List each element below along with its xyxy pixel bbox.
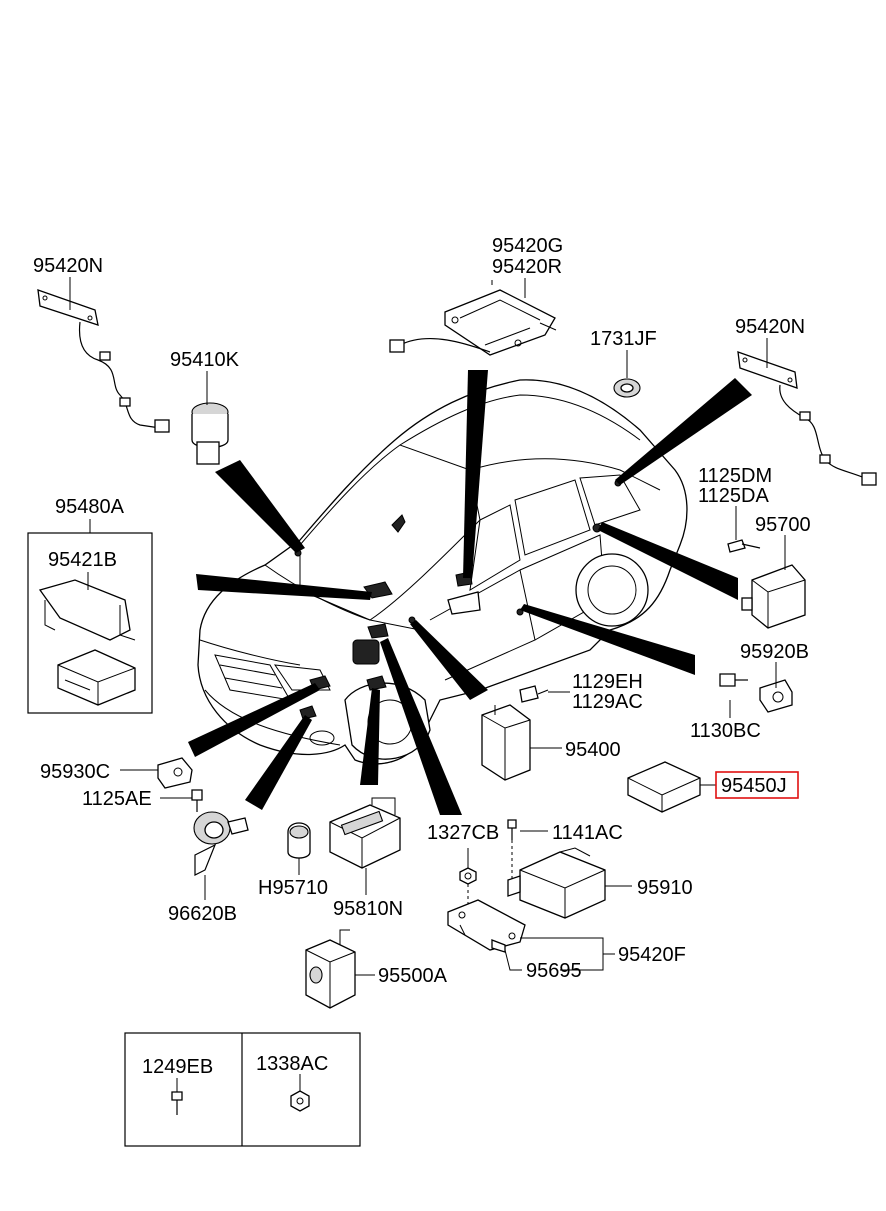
label-H95710[interactable]: H95710 [258, 877, 328, 899]
part-95450J [627, 761, 701, 813]
part-H95710 [287, 822, 311, 859]
part-95420G [389, 280, 557, 356]
label-95421B[interactable]: 95421B [48, 549, 117, 571]
highlight-box-95450J [715, 771, 799, 799]
label-95400[interactable]: 95400 [565, 739, 621, 761]
group-box-95480A [27, 532, 153, 714]
label-95810N[interactable]: 95810N [333, 898, 403, 920]
label-1129AC[interactable]: 1129AC [572, 691, 643, 713]
part-95421B [38, 579, 136, 706]
label-1327CB[interactable]: 1327CB [427, 822, 499, 844]
label-95420N-right[interactable]: 95420N [735, 316, 805, 338]
label-95695[interactable]: 95695 [526, 960, 582, 982]
label-95420N-left[interactable]: 95420N [33, 255, 103, 277]
part-95410K [191, 402, 229, 465]
leader-lines [69, 277, 786, 1092]
label-1731JF[interactable]: 1731JF [590, 328, 657, 350]
part-95700 [727, 539, 806, 629]
label-95450J[interactable]: 95450J [721, 775, 787, 797]
part-95400 [481, 685, 549, 781]
label-95420F[interactable]: 95420F [618, 944, 686, 966]
label-1249EB[interactable]: 1249EB [142, 1056, 213, 1078]
part-95910 [507, 847, 606, 919]
part-95810N [329, 797, 401, 869]
label-1125DM[interactable]: 1125DM [698, 465, 772, 487]
part-95930C [157, 757, 193, 789]
part-96620B [191, 789, 249, 876]
part-1327CB [459, 867, 477, 905]
label-95910[interactable]: 95910 [637, 877, 693, 899]
label-95700[interactable]: 95700 [755, 514, 811, 536]
part-1338AC [290, 1090, 310, 1112]
label-95410K[interactable]: 95410K [170, 349, 240, 371]
part-labels: 95420N 95420G 95420R 1731JF 95420N 95410… [33, 235, 811, 1078]
vehicle-illustration [197, 379, 688, 765]
label-1141AC[interactable]: 1141AC [552, 822, 623, 844]
part-1141AC [507, 819, 517, 880]
part-95420F [447, 899, 526, 953]
label-95930C[interactable]: 95930C [40, 761, 110, 783]
label-95500A[interactable]: 95500A [378, 965, 448, 987]
label-95480A[interactable]: 95480A [55, 496, 125, 518]
label-1125DA[interactable]: 1125DA [698, 485, 769, 507]
part-1731JF [613, 378, 641, 398]
label-95920B[interactable]: 95920B [740, 641, 809, 663]
leader-pointers [188, 370, 752, 815]
part-95420N-left [37, 289, 170, 433]
part-1249EB [171, 1091, 183, 1115]
part-95420N-right [737, 351, 877, 486]
label-95420R[interactable]: 95420R [492, 256, 562, 278]
label-1130BC[interactable]: 1130BC [690, 720, 761, 742]
label-95420G[interactable]: 95420G [492, 235, 563, 257]
part-95920B [719, 673, 793, 713]
label-1125AE[interactable]: 1125AE [82, 788, 152, 810]
label-96620B[interactable]: 96620B [168, 903, 237, 925]
label-1129EH[interactable]: 1129EH [572, 671, 643, 693]
label-1338AC[interactable]: 1338AC [256, 1053, 328, 1075]
part-95500A [305, 929, 356, 1009]
